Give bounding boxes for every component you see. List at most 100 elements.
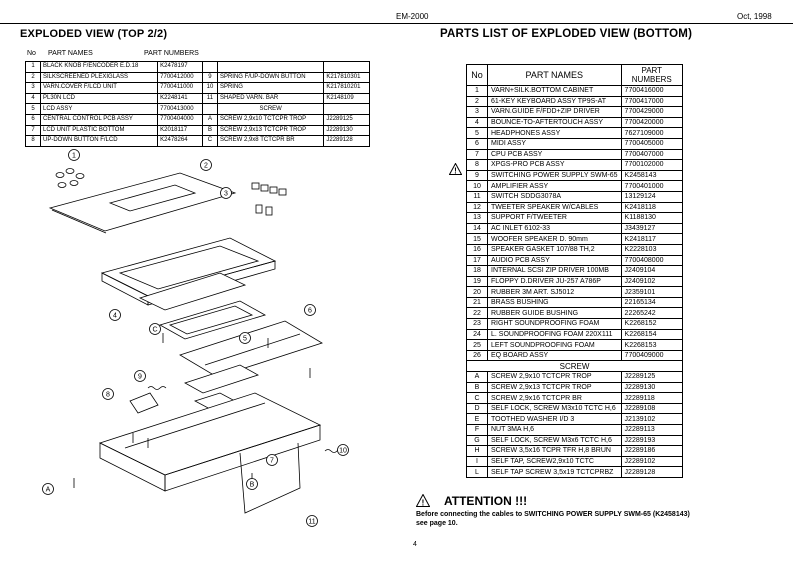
- right-row-name: FLOPPY D.DRIVER JU-257 A786P: [487, 275, 622, 288]
- right-row-part-number: 7700102000: [620, 159, 684, 171]
- callout-circle: [68, 149, 80, 161]
- right-row-no: G: [466, 434, 488, 447]
- right-row-part-number: J2409104: [620, 265, 684, 277]
- left-row-name: VARN.COVER F/LCD UNIT: [39, 82, 159, 94]
- left-row-name: BLACK KNOB F/ENCODER E.D.18: [39, 61, 159, 73]
- right-row-name: SUPPORT F/TWEETER: [487, 212, 622, 224]
- right-row-no: 17: [466, 254, 488, 267]
- right-row-part-number: 7700401000: [620, 180, 684, 192]
- right-row-no: 26: [466, 349, 488, 362]
- callout-circle: [200, 159, 212, 171]
- left-col-names: PART NAMES: [48, 50, 93, 57]
- right-row-part-number: J2289118: [620, 392, 684, 404]
- right-row-part-number: J3439127: [620, 222, 684, 235]
- left-row-name-2: SHAPED VARN. BAR: [216, 92, 325, 105]
- right-row-part-number: J2409102: [620, 275, 684, 288]
- right-row-name: SCREW 3,5x16 TCPR TFR H,8 BRUN: [487, 445, 622, 457]
- attention-line-1: Before connecting the cables to SWITCHIN…: [416, 511, 690, 518]
- callout-label: 3: [224, 191, 228, 198]
- knob-group: [55, 168, 85, 188]
- left-row-no-2: B: [201, 124, 218, 137]
- right-row-no: B: [466, 381, 488, 394]
- left-row-no-2: 11: [201, 92, 218, 105]
- right-row-name: L. SOUNDPROOFING FOAM 220X111: [487, 328, 622, 341]
- attention-heading: ATTENTION !!!: [444, 494, 528, 508]
- right-row-name: SWITCH SDDG3078A: [487, 190, 622, 203]
- right-row-name: SCREW 2,9x10 TCTCPR TROP: [487, 371, 622, 383]
- right-row-name: EQ BOARD ASSY: [487, 349, 622, 362]
- left-row-no-2: A: [201, 113, 218, 126]
- callout-label: 6: [308, 308, 312, 315]
- left-row-name: LCD ASSY: [39, 103, 159, 115]
- right-row-name: HEADPHONES ASSY: [487, 127, 622, 139]
- left-row-no: 2: [25, 71, 41, 84]
- right-row-part-number: 7700416000: [620, 85, 684, 97]
- right-row-part-number: 7627109000: [620, 127, 684, 139]
- left-row-no-2: 9: [201, 71, 218, 84]
- left-row-part-number: K2478197: [157, 61, 203, 73]
- right-row-no: 3: [466, 106, 488, 118]
- left-row-part-number-2: J2289130: [323, 124, 370, 137]
- right-row-no: F: [466, 424, 488, 436]
- right-row-part-number: K2458143: [620, 169, 684, 182]
- left-row-part-number: K2018117: [157, 124, 203, 137]
- callout-circle: [149, 323, 161, 335]
- left-row-name-2: SPRING F/UP-DOWN BUTTON: [216, 71, 325, 84]
- right-row-part-number: J2289128: [620, 466, 684, 478]
- right-row-name: AMPLIFIER ASSY: [487, 180, 622, 192]
- right-row-name: SCREW 2,9x13 TCTCPR TROP: [487, 381, 622, 394]
- right-row-no: 21: [466, 296, 488, 309]
- right-row-name: AUDIO PCB ASSY: [487, 254, 622, 267]
- right-row-no: 12: [466, 201, 488, 214]
- callout-label: 8: [106, 392, 110, 399]
- right-row-no: 15: [466, 233, 488, 245]
- left-row-part-number-2: J2289125: [323, 113, 370, 126]
- right-row-no: 11: [466, 190, 488, 203]
- right-row-name: CPU PCB ASSY: [487, 148, 622, 161]
- left-row-no: 4: [25, 92, 41, 105]
- left-title: EXPLODED VIEW (TOP 2/2): [20, 28, 168, 40]
- right-row-name: AC INLET 6102-33: [487, 222, 622, 235]
- callout-label: C: [152, 327, 157, 334]
- right-title: PARTS LIST OF EXPLODED VIEW (BOTTOM): [440, 28, 693, 40]
- right-row-name: TOOTHED WASHER I/D 3: [487, 413, 622, 425]
- callout-circle: [42, 483, 54, 495]
- callout-circle: [304, 304, 316, 316]
- right-row-part-number: 7700407000: [620, 148, 684, 161]
- left-row-no: 5: [25, 103, 41, 115]
- callout-circle: [239, 332, 251, 344]
- right-row-part-number: 22265242: [620, 307, 684, 320]
- callout-label: B: [250, 482, 255, 489]
- right-row-no: 14: [466, 222, 488, 235]
- right-row-part-number: 13129124: [620, 190, 684, 203]
- right-row-no: 22: [466, 307, 488, 320]
- left-row-no-2: [201, 61, 218, 73]
- left-row-part-number-2: J2289128: [323, 135, 370, 147]
- screw-section-label: SCREW: [466, 360, 683, 373]
- right-row-name: TWEETER SPEAKER W/CABLES: [487, 201, 622, 214]
- callout-label: 5: [243, 336, 247, 343]
- right-row-part-number: K2418117: [620, 233, 684, 245]
- right-row-no: 18: [466, 265, 488, 277]
- right-row-part-number: K2268153: [620, 339, 684, 351]
- right-row-no: 8: [466, 159, 488, 171]
- right-row-no: E: [466, 413, 488, 425]
- right-row-name: XPGS-PRO PCB ASSY: [487, 159, 622, 171]
